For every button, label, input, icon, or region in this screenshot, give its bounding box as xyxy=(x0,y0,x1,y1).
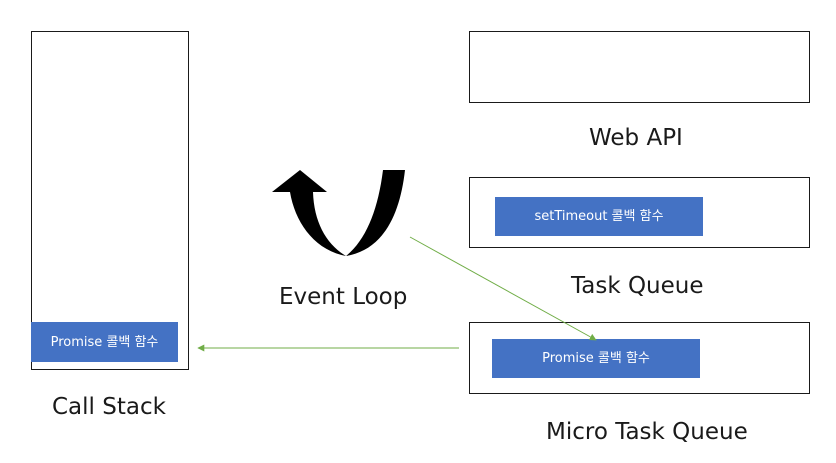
micro-task-queue-item: Promise 콜백 함수 xyxy=(492,339,700,378)
task-queue-item: setTimeout 콜백 함수 xyxy=(495,197,703,236)
arrow-to-micro-task-queue xyxy=(409,236,597,341)
web-api-label: Web API xyxy=(589,125,683,151)
call-stack-box xyxy=(31,31,189,370)
micro-task-queue-label: Micro Task Queue xyxy=(546,419,748,445)
call-stack-label: Call Stack xyxy=(52,394,166,420)
task-queue-label: Task Queue xyxy=(571,273,704,299)
web-api-box xyxy=(469,31,810,103)
call-stack-item: Promise 콜백 함수 xyxy=(31,322,178,362)
u-turn-arrow-icon xyxy=(272,170,405,256)
event-loop-label: Event Loop xyxy=(279,284,408,310)
